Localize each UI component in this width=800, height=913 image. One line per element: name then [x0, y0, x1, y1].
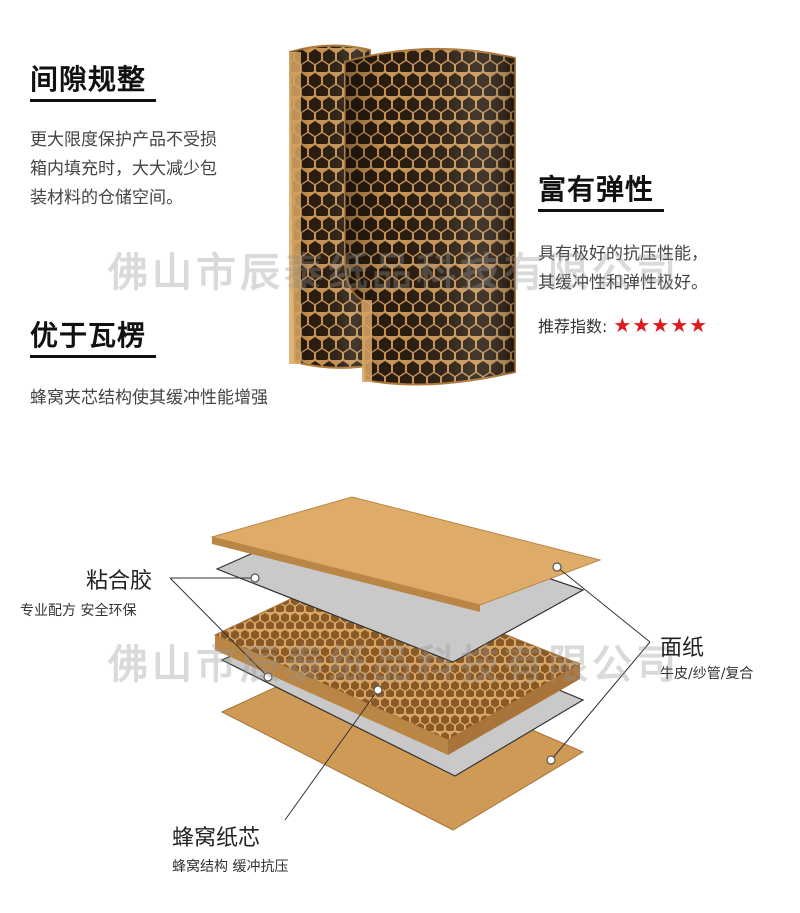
star-icon: ★ [670, 313, 689, 337]
feature-desc-corrugated: 蜂窝夹芯结构使其缓冲性能增强 [30, 388, 268, 408]
feature-title-underline [30, 355, 156, 358]
feature-title-underline [30, 99, 156, 102]
label-face-sub: 牛皮/纱管/复合 [660, 666, 754, 682]
company-watermark: 佛山市辰泰纸品科技有限公司 [108, 642, 680, 688]
feature-desc-line: 装材料的仓储空间。 [30, 188, 183, 208]
label-core-title: 蜂窝纸芯 [172, 826, 261, 851]
feature-desc-line: 箱内填充时，大大减少包 [30, 159, 217, 179]
star-icon: ★ [651, 313, 670, 337]
feature-title-corrugated: 优于瓦楞 [30, 319, 147, 352]
label-core-sub: 蜂窝结构 缓冲抗压 [172, 859, 289, 875]
star-icon: ★ [613, 313, 632, 337]
feature-title-gap: 间隙规整 [30, 63, 147, 96]
company-watermark: 佛山市辰泰纸品科技有限公司 [108, 250, 680, 296]
star-icon: ★ [632, 313, 651, 337]
label-glue-sub: 专业配方 安全环保 [20, 603, 137, 619]
feature-desc-line: 其缓冲性和弹性极好。 [538, 273, 708, 293]
label-glue-title: 粘合胶 [86, 569, 153, 594]
label-face-title: 面纸 [660, 636, 705, 661]
rating: 推荐指数: ★★★★★ [538, 313, 708, 337]
feature-title-underline [538, 209, 664, 212]
feature-desc-gap: 更大限度保护产品不受损 箱内填充时，大大减少包 装材料的仓储空间。 [30, 126, 290, 213]
feature-desc-line: 更大限度保护产品不受损 [30, 130, 217, 150]
feature-desc-elastic: 具有极好的抗压性能， 其缓冲性和弹性极好。 [538, 240, 788, 298]
rating-label: 推荐指数: [538, 317, 608, 336]
feature-desc-line: 具有极好的抗压性能， [538, 244, 708, 264]
feature-title-elastic: 富有弹性 [538, 173, 655, 206]
star-icon: ★ [689, 313, 708, 337]
rating-stars: ★★★★★ [613, 313, 708, 337]
